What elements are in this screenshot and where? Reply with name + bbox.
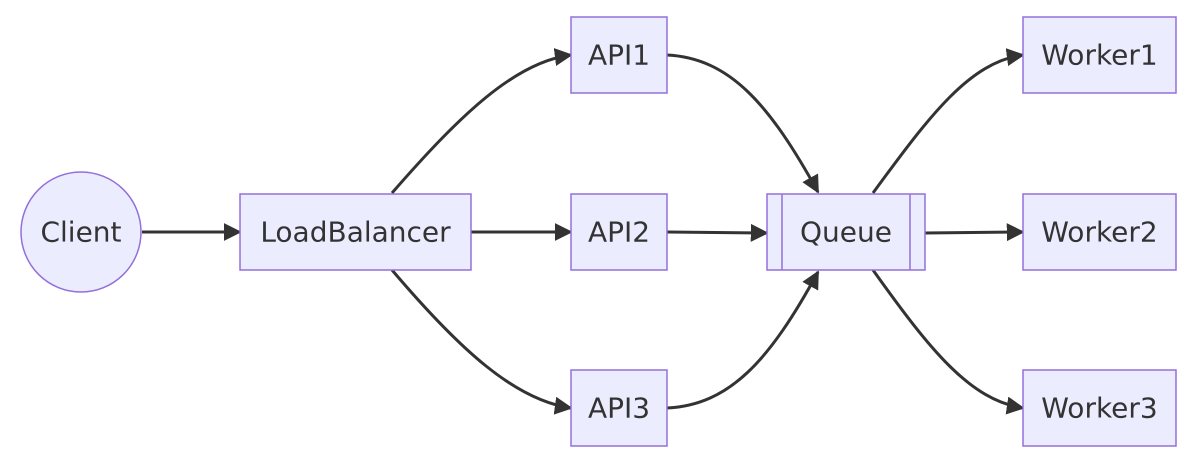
node-loadbalancer: LoadBalancer <box>239 193 472 271</box>
edge-queue-worker1 <box>871 48 1025 194</box>
edge-queue-worker2 <box>924 223 1025 242</box>
api2-shape <box>570 193 668 271</box>
edge-api1-queue <box>666 53 820 194</box>
worker2-shape <box>1022 193 1177 271</box>
loadbalancer-label: LoadBalancer <box>260 216 451 249</box>
client-shape <box>20 171 142 293</box>
edge-api3-queue <box>666 270 820 410</box>
worker3-shape <box>1022 369 1177 447</box>
api1-shape <box>570 16 668 94</box>
edge-loadbalancer-api1 <box>390 48 573 194</box>
node-api1: API1 <box>570 16 668 94</box>
queue-shape <box>766 193 926 271</box>
node-api2: API2 <box>570 193 668 271</box>
api3-shape <box>570 369 668 447</box>
edge-queue-worker3 <box>871 269 1025 415</box>
api2-label: API2 <box>588 216 650 249</box>
client-label: Client <box>40 216 121 249</box>
worker2-label: Worker2 <box>1041 216 1157 249</box>
worker3-label: Worker3 <box>1041 392 1157 425</box>
edge-loadbalancer-api3 <box>390 269 573 415</box>
worker1-shape <box>1022 16 1177 94</box>
edge-api2-queue <box>666 223 769 242</box>
api1-label: API1 <box>588 39 650 72</box>
node-queue: Queue <box>766 193 926 271</box>
node-api3: API3 <box>570 369 668 447</box>
node-worker2: Worker2 <box>1022 193 1177 271</box>
loadbalancer-shape <box>239 193 472 271</box>
node-worker3: Worker3 <box>1022 369 1177 447</box>
node-client: Client <box>20 171 142 293</box>
edges <box>142 48 1025 415</box>
api3-label: API3 <box>588 392 650 425</box>
queue-label: Queue <box>800 216 892 249</box>
node-worker1: Worker1 <box>1022 16 1177 94</box>
worker1-label: Worker1 <box>1041 39 1157 72</box>
